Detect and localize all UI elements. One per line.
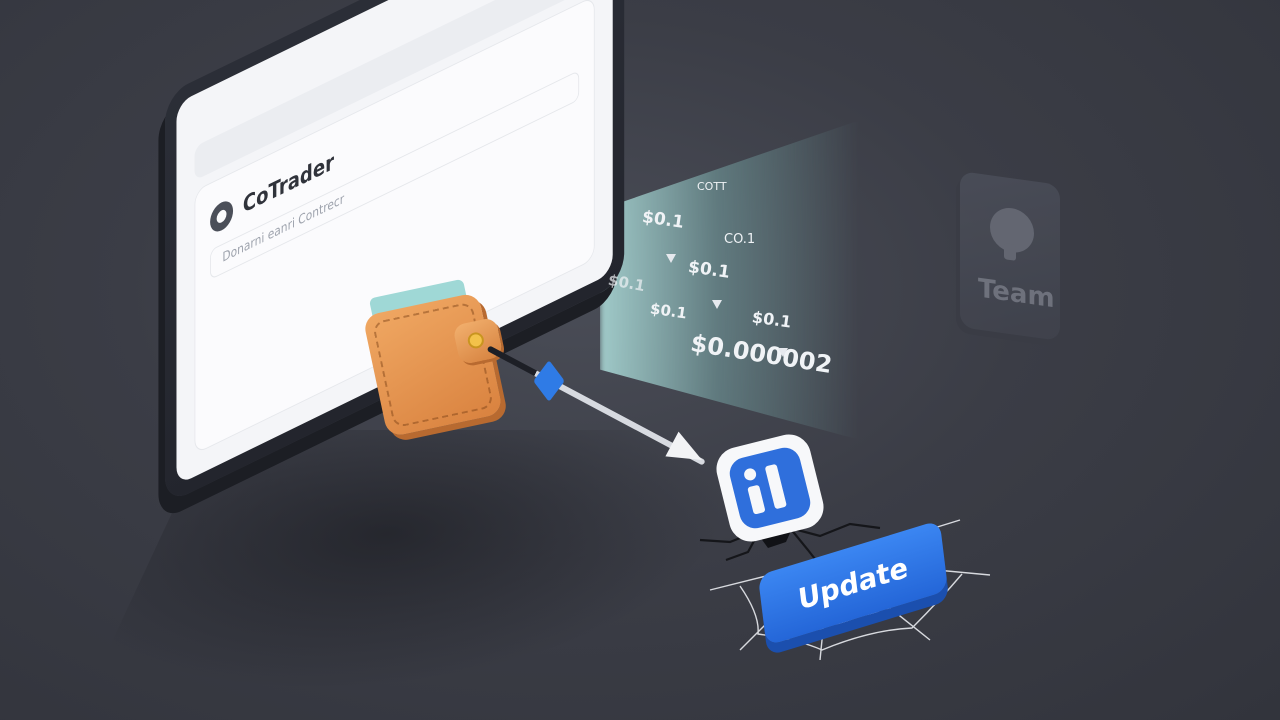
team-card: Team (960, 170, 1060, 342)
brand-logo-icon (210, 196, 234, 237)
info-bar-secondary (764, 463, 787, 510)
down-triangle-icon (666, 254, 676, 263)
price-label: CO.1 (724, 232, 756, 247)
arrow-diamond (533, 360, 565, 402)
down-triangle-icon (712, 300, 722, 309)
down-triangle-icon (778, 348, 788, 357)
price-label: COTT (697, 180, 727, 193)
wallet-body (362, 291, 504, 438)
info-icon (726, 444, 814, 532)
info-dot (742, 467, 758, 482)
info-bar (747, 484, 766, 515)
team-label: Team (978, 273, 1055, 315)
team-icon (990, 205, 1034, 256)
